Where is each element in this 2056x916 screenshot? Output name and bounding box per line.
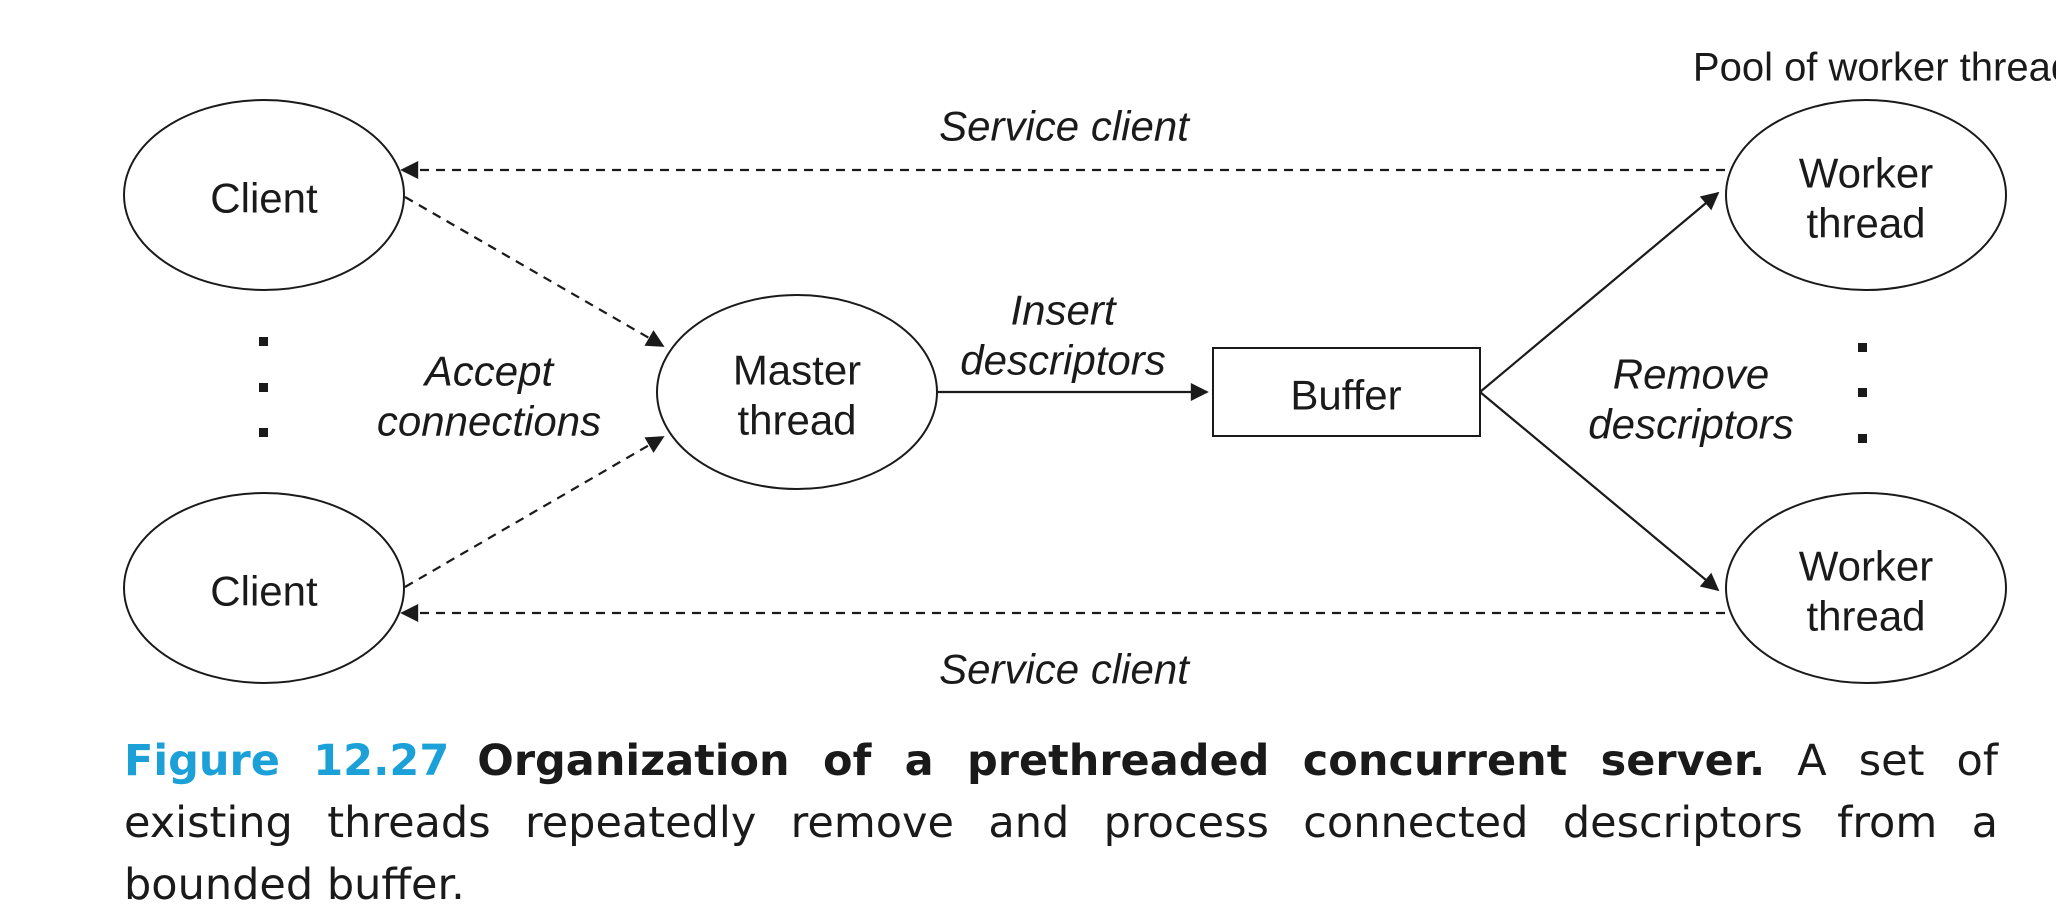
- buffer-label: Buffer: [1290, 372, 1401, 419]
- text-line: Remove: [1613, 351, 1769, 398]
- text-line: Service client: [939, 646, 1191, 693]
- text-line: thread: [737, 397, 856, 444]
- figure-title: Organization of a prethreaded concurrent…: [477, 736, 1766, 786]
- accept-connection-bottom-arrow: [404, 436, 665, 588]
- text-line: Pool of worker threads: [1693, 46, 2056, 90]
- text-line: Worker: [1799, 543, 1934, 590]
- text-line: Master: [733, 347, 861, 394]
- client-node-bottom: Client: [123, 492, 405, 684]
- figure-number: Figure 12.27: [124, 736, 450, 786]
- remove-descriptors-top-arrow: [1479, 191, 1720, 393]
- client-node-top: Client: [123, 99, 405, 291]
- figure-caption: Figure 12.27 Organization of a prethreade…: [124, 730, 1998, 916]
- service-client-top-label: Service client: [939, 103, 1191, 150]
- text-line: Client: [210, 568, 318, 615]
- client-node-bottom-label: Client: [210, 568, 318, 615]
- buffer-node: Buffer: [1212, 347, 1481, 437]
- clients-ellipsis: [259, 337, 268, 437]
- text-line: thread: [1806, 200, 1925, 247]
- text-line: descriptors: [960, 337, 1165, 384]
- text-line: descriptors: [1588, 401, 1793, 448]
- text-line: Insert: [1010, 287, 1117, 334]
- service-client-bottom-label: Service client: [939, 646, 1191, 693]
- accept-connection-top-arrow: [404, 196, 665, 347]
- workers-ellipsis: [1858, 343, 1867, 443]
- text-line: Worker: [1799, 150, 1934, 197]
- text-line: Accept: [422, 348, 556, 395]
- text-line: connections: [377, 398, 601, 445]
- text-line: thread: [1806, 593, 1925, 640]
- remove-descriptors-bottom-arrow: [1479, 391, 1720, 592]
- pool-of-worker-threads-label: Pool of worker threads: [1693, 46, 2056, 90]
- text-line: Buffer: [1290, 372, 1401, 419]
- client-node-top-label: Client: [210, 175, 318, 222]
- text-line: Client: [210, 175, 318, 222]
- text-line: Service client: [939, 103, 1191, 150]
